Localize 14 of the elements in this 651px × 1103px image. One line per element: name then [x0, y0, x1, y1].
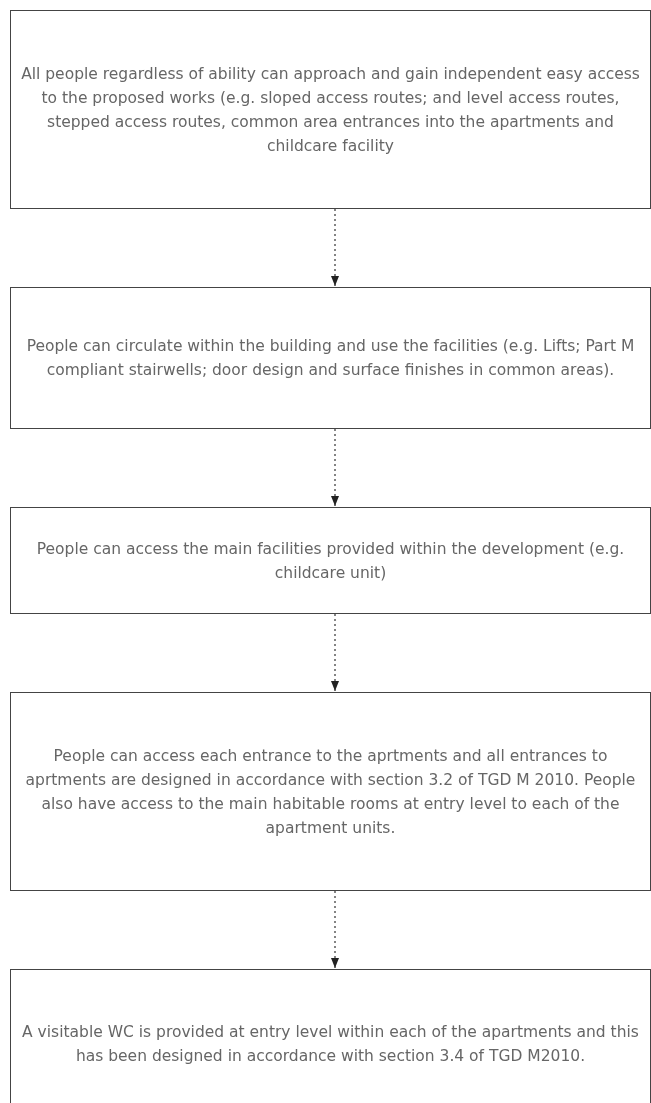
box-text: A visitable WC is provided at entry level within each of the apartments and this has been designed in accordance with section 3.4 of TGD M2010. [21, 1022, 640, 1067]
process-box [10, 287, 651, 429]
arrow [331, 613, 339, 692]
arrow [331, 890, 339, 969]
process-box [10, 969, 651, 1103]
box-text: People can circulate within the building and use the facilities (e.g. Lifts; Part M compliant stairwells; door design and surface finishes in common areas). [25, 336, 636, 381]
box-text: People can access the main facilities provided within the development (e.g. childcare unit) [35, 538, 626, 584]
process-box [10, 507, 651, 614]
process-box [10, 10, 651, 209]
box-text: All people regardless of ability can approach and gain independent easy access to the proposed works (e.g. sloped access routes; and level access routes, stepped access routes, common area entrances into the apartments and childcare facility [20, 63, 641, 157]
box-text: People can access each entrance to the aprtments and all entrances to aprtments are designed in accordance with section 3.2 of TGD M 2010. People also have access to the main habitable rooms at entry level to each of the apartment units. [24, 745, 637, 839]
arrow [331, 208, 339, 287]
arrow [331, 428, 339, 507]
process-box [10, 692, 651, 891]
